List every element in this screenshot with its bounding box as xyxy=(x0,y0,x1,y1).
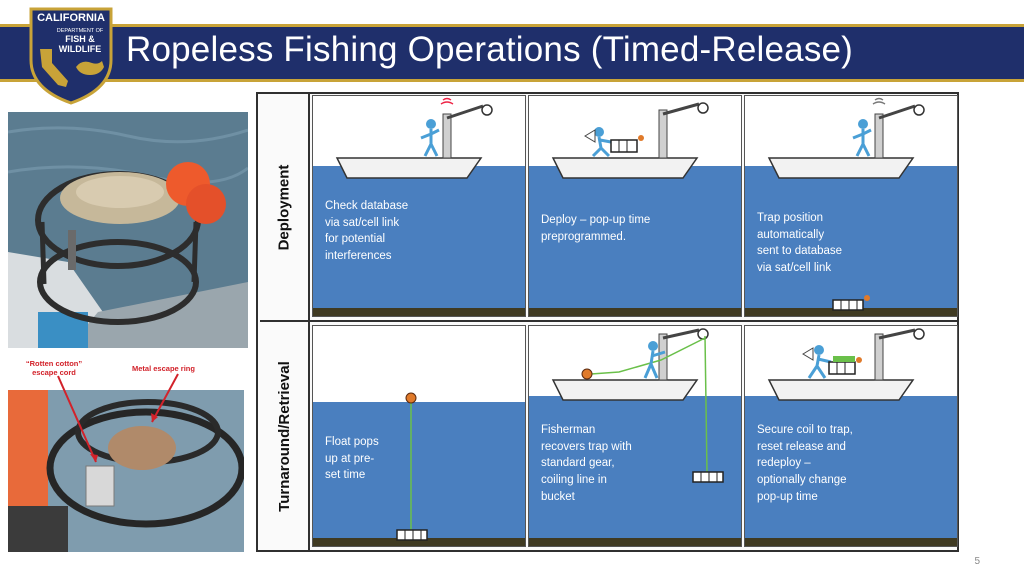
operations-diagram: Deployment Turnaround/Retrieval Check da… xyxy=(256,92,959,552)
trap-icon xyxy=(692,471,724,483)
panel-line: via sat/cell link xyxy=(325,216,400,229)
panel-line: interferences xyxy=(325,250,392,263)
deploy-scene-illustration xyxy=(551,102,709,179)
redeploy-scene-illustration xyxy=(767,328,925,401)
row-label-text: Deployment xyxy=(275,164,293,250)
trap-icon xyxy=(832,299,864,311)
panel-line: up at pre- xyxy=(325,452,375,465)
title-bar: Ropeless Fishing Operations (Timed-Relea… xyxy=(0,24,1024,82)
logo-line-4: WILDLIFE xyxy=(59,44,102,54)
panel-line: coiling line in xyxy=(541,474,607,487)
panel-text: Check database via sat/cell link for pot… xyxy=(325,198,408,265)
float-icon xyxy=(405,392,417,404)
position-scene-illustration xyxy=(767,97,925,311)
label-column-divider xyxy=(308,94,310,550)
panel-line: reset release and xyxy=(757,440,846,453)
escape-cord-photo: “Rotten cotton” escape cord Metal escape… xyxy=(8,356,244,552)
panel-text: Float pops up at pre- set time xyxy=(325,434,379,484)
panel-line: optionally change xyxy=(757,474,847,487)
escape-ring-label: Metal escape ring xyxy=(132,364,195,373)
panel-line: set time xyxy=(325,469,366,482)
float-scene-illustration xyxy=(396,392,428,541)
panel-trap-position: Trap position automatically sent to data… xyxy=(744,95,958,317)
panel-text: Fisherman recovers trap with standard ge… xyxy=(541,422,632,505)
panel-line: pop-up time xyxy=(757,490,818,503)
panel-line: bucket xyxy=(541,490,575,503)
boat-scene-illustration xyxy=(335,97,493,179)
trap-on-boat-photo xyxy=(8,112,248,348)
panel-line: Float pops xyxy=(325,436,379,448)
panel-line: Secure coil to trap, xyxy=(757,424,853,436)
signal-icon xyxy=(872,97,886,105)
row-divider xyxy=(260,320,958,322)
trap-icon xyxy=(828,361,856,375)
row-label-retrieval: Turnaround/Retrieval xyxy=(258,322,310,550)
panel-text: Deploy – pop-up time preprogrammed. xyxy=(541,212,650,245)
cdfw-badge-icon: CALIFORNIA DEPARTMENT OF FISH & WILDLIFE xyxy=(29,7,113,105)
page-title: Ropeless Fishing Operations (Timed-Relea… xyxy=(126,30,854,69)
row-label-text: Turnaround/Retrieval xyxy=(275,360,293,512)
cdfw-logo: CALIFORNIA DEPARTMENT OF FISH & WILDLIFE xyxy=(28,5,114,105)
panel-deploy: Deploy – pop-up time preprogrammed. xyxy=(528,95,742,317)
panel-line: Deploy – pop-up time xyxy=(541,214,651,226)
panel-check-database: Check database via sat/cell link for pot… xyxy=(312,95,526,317)
escape-cord-label: “Rotten cotton” escape cord xyxy=(25,359,83,377)
panel-text: Trap position automatically sent to data… xyxy=(757,210,842,277)
panel-line: automatically xyxy=(757,228,825,241)
panel-text: Secure coil to trap, reset release and r… xyxy=(757,422,853,505)
panel-float-pops: Float pops up at pre- set time xyxy=(312,325,526,547)
logo-line-2: DEPARTMENT OF xyxy=(57,28,104,34)
panel-line: Trap position xyxy=(757,212,824,224)
panel-line: redeploy – xyxy=(757,457,811,470)
panel-recover-trap: Fisherman recovers trap with standard ge… xyxy=(528,325,742,547)
panel-line: recovers trap with xyxy=(541,440,632,453)
signal-icon xyxy=(440,97,454,105)
panel-redeploy: Secure coil to trap, reset release and r… xyxy=(744,325,958,547)
panel-line: standard gear, xyxy=(541,457,615,470)
panel-line: via sat/cell link xyxy=(757,262,832,275)
panel-line: Check database xyxy=(325,200,409,212)
float-icon xyxy=(581,368,593,380)
top-strip xyxy=(0,0,1024,24)
trap-icon xyxy=(396,529,428,541)
page-number: 5 xyxy=(974,556,980,567)
row-label-deployment: Deployment xyxy=(258,94,310,320)
panel-line: preprogrammed. xyxy=(541,230,627,243)
recover-scene-illustration xyxy=(551,328,724,483)
panel-line: for potential xyxy=(325,233,386,246)
trap-photo-illustration xyxy=(8,112,248,348)
panel-line: sent to database xyxy=(757,245,843,258)
panel-line: Fisherman xyxy=(541,424,596,436)
logo-line-1: CALIFORNIA xyxy=(37,12,105,24)
escape-photo-illustration xyxy=(8,356,244,552)
logo-line-3: FISH & xyxy=(65,34,95,44)
